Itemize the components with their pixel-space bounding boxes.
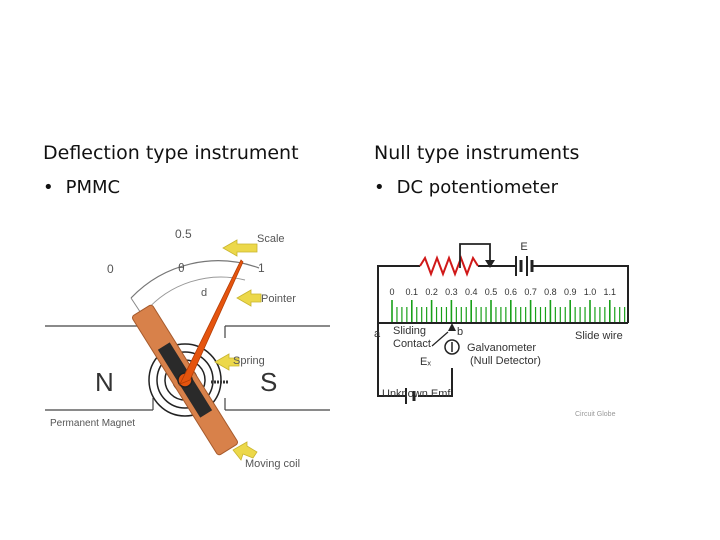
slide-wire-tick-labels: 0 0.1 0.2 0.3 0.4 0.5 0.6 0.7 0.8 0.9 1.0 1.1 — [389, 287, 616, 297]
galvanometer-label-2: (Null Detector) — [470, 355, 541, 367]
battery-icon — [515, 256, 534, 276]
tick-label: 0.5 — [485, 287, 498, 297]
unknown-emf-battery-icon — [405, 388, 416, 404]
tick-label: 0.4 — [465, 287, 478, 297]
potentiometer-diagram: E 0 0.1 0.2 0.3 0.4 0.5 0.6 0.7 0.8 0.9 1.0 1.1 a b… — [374, 241, 629, 418]
label-scale: Scale — [257, 233, 285, 245]
tick-label: 1.1 — [604, 287, 617, 297]
sliding-label-2: Contact — [393, 338, 431, 350]
contact-pointer — [431, 331, 449, 347]
tick-label: 0.3 — [445, 287, 458, 297]
deflection-bullet: • PMMC — [43, 177, 120, 198]
tick-label: 0.1 — [406, 287, 419, 297]
tick-label: 0.8 — [544, 287, 557, 297]
node-b: b — [457, 326, 463, 338]
bullet-dot: • — [374, 177, 385, 198]
label-pointer: Pointer — [261, 293, 296, 305]
galvanometer-label-1: Galvanometer — [467, 342, 536, 354]
bullet-dot: • — [43, 177, 54, 198]
null-bullet: • DC potentiometer — [374, 177, 558, 198]
tick-label: 0.2 — [425, 287, 438, 297]
tick-label: 0.9 — [564, 287, 577, 297]
scale-top-value: 0.5 — [175, 227, 192, 241]
scale-zero: 0 — [107, 262, 114, 276]
rheostat-resistor — [419, 255, 479, 277]
sliding-label-1: Sliding — [393, 325, 426, 337]
slide-wire-ticks — [391, 300, 626, 322]
bullet-text-pmmc: PMMC — [65, 177, 121, 198]
pole-s: S — [260, 367, 277, 397]
tick-label: 0 — [389, 287, 394, 297]
unknown-emf-label: Unknown Emf — [382, 388, 451, 400]
callout-arrows — [214, 239, 262, 461]
rheostat-arrow-icon — [485, 260, 495, 268]
pointer — [179, 259, 244, 385]
permanent-magnet — [45, 325, 330, 411]
ex-label: Eₓ — [420, 356, 431, 368]
label-coil: Moving coil — [245, 458, 300, 470]
label-magnet: Permanent Magnet — [50, 418, 135, 429]
scale-one: 1 — [258, 261, 265, 275]
slider-arrow-icon — [448, 323, 456, 331]
slide-wire-label: Slide wire — [575, 330, 623, 342]
rheostat-tap — [459, 243, 491, 268]
null-heading: Null type instruments — [374, 142, 580, 164]
pole-n: N — [95, 367, 114, 397]
theta-label: θ — [178, 261, 185, 275]
battery-label: E — [520, 241, 527, 253]
pmmc-diagram: N S 0.5 0 1 θ d Scale Pointer Spring Per… — [45, 227, 330, 470]
deflection-heading: Deflection type instrument — [43, 142, 299, 164]
watermark: Circuit Globe — [575, 411, 616, 418]
node-a: a — [374, 328, 381, 340]
tick-label: 0.6 — [505, 287, 518, 297]
d-label: d — [201, 287, 207, 299]
tick-label: 0.7 — [524, 287, 537, 297]
bullet-text-potentiometer: DC potentiometer — [396, 177, 558, 198]
tick-label: 1.0 — [584, 287, 597, 297]
label-spring: Spring — [233, 355, 265, 367]
